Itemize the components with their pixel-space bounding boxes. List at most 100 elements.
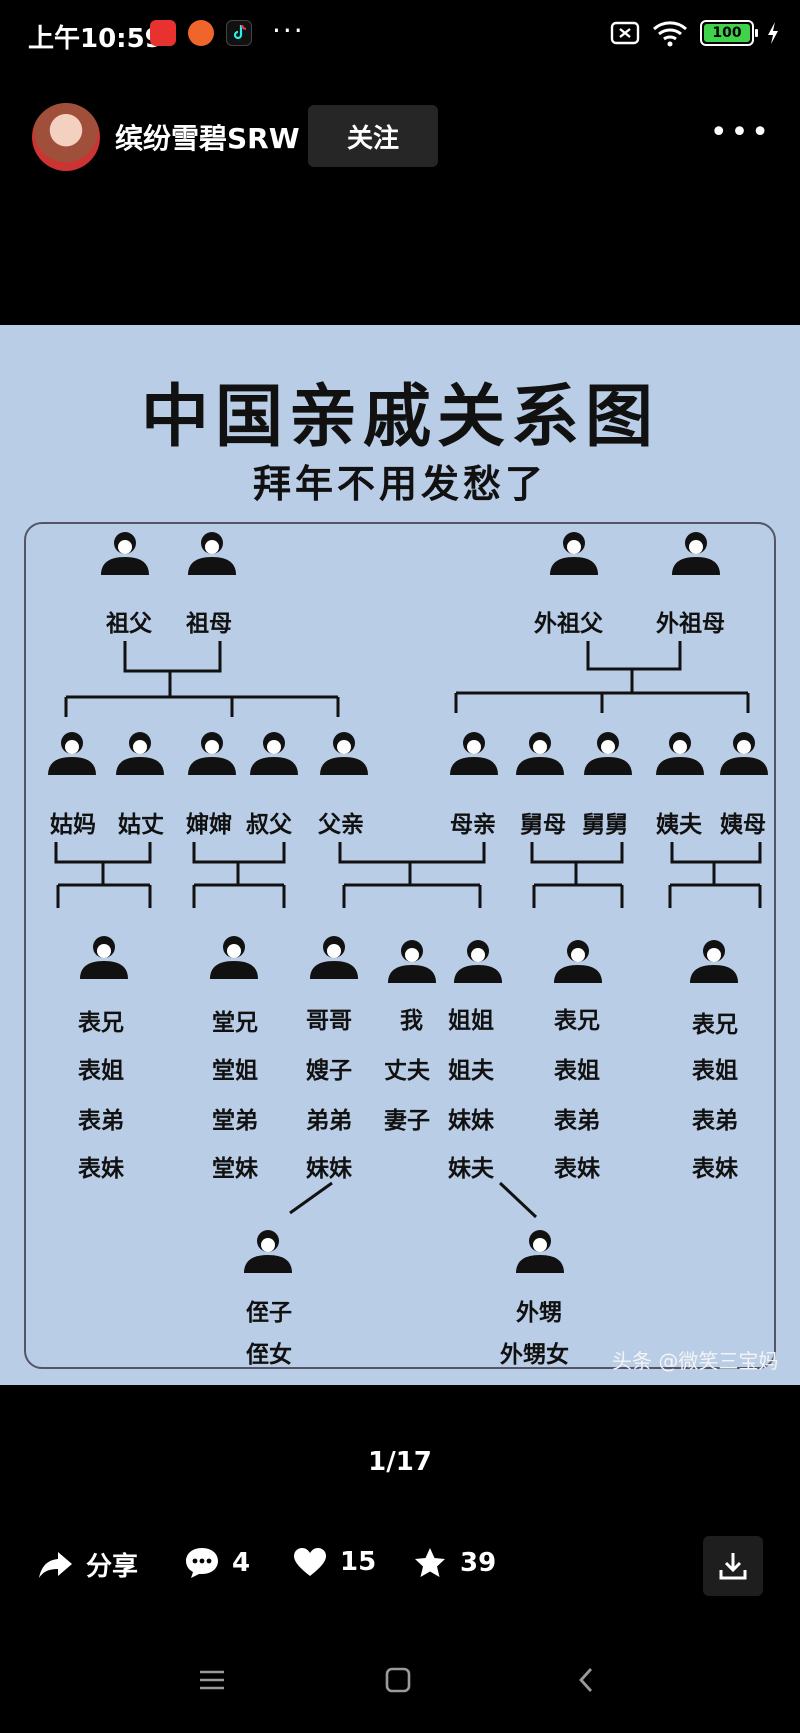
label-col1-2: 表姐 <box>78 1057 124 1084</box>
action-bar: 分享 4 15 39 <box>0 1536 800 1600</box>
cousin-figure-4 <box>690 940 738 983</box>
share-button[interactable]: 分享 <box>38 1546 138 1583</box>
label-gu-ma: 姑妈 <box>50 811 96 838</box>
label-col7-3: 表弟 <box>692 1107 738 1134</box>
label-col3-3: 弟弟 <box>306 1107 352 1134</box>
label-col1-3: 表弟 <box>78 1107 124 1134</box>
label-col6-4: 表妹 <box>554 1155 600 1182</box>
brother-figure <box>310 936 358 979</box>
wifi-icon <box>653 21 687 47</box>
favorite-count: 39 <box>460 1548 497 1578</box>
label-col1-1: 表兄 <box>78 1009 124 1036</box>
label-shu-fu: 叔父 <box>246 811 292 838</box>
maternal-grandfather-figure <box>550 532 598 575</box>
label-nephew: 侄子 <box>246 1299 292 1326</box>
image-title: 中国亲戚关系图 <box>140 377 659 457</box>
download-icon <box>719 1553 747 1580</box>
tiktok-icon <box>226 20 252 46</box>
label-col3-1: 哥哥 <box>306 1007 352 1034</box>
like-count: 15 <box>340 1547 377 1577</box>
gu-ma-figure <box>48 732 96 775</box>
label-niece: 侄女 <box>246 1341 292 1368</box>
family-tree-graphic <box>48 532 768 1273</box>
toutiao-app-icon <box>150 20 176 46</box>
battery-icon: 100 <box>700 20 758 46</box>
sim-card-icon <box>610 21 640 45</box>
label-col6-2: 表姐 <box>554 1057 600 1084</box>
comment-button[interactable]: 4 <box>184 1546 250 1580</box>
image-frame <box>24 522 776 1369</box>
status-bar: 上午10:59 ··· 100 <box>0 0 800 70</box>
charging-icon <box>768 22 778 44</box>
home-square-icon <box>385 1667 411 1693</box>
heart-icon <box>294 1548 326 1576</box>
maternal-grandmother-figure <box>672 532 720 575</box>
comment-icon <box>186 1548 218 1578</box>
shu-fu-figure <box>250 732 298 775</box>
avatar[interactable] <box>32 103 100 171</box>
label-sister-daughter: 外甥女 <box>500 1341 569 1368</box>
share-label: 分享 <box>86 1552 139 1582</box>
me-figure <box>388 940 436 983</box>
jiu-jiu-figure <box>584 732 632 775</box>
label-yi-fu: 姨夫 <box>656 811 702 838</box>
father-figure <box>320 732 368 775</box>
grandfather-figure <box>101 532 149 575</box>
watermark: 头条 @微笑三宝妈 <box>612 1349 779 1373</box>
yi-fu-figure <box>656 732 704 775</box>
status-right: 100 <box>610 18 780 48</box>
label-mother: 母亲 <box>450 811 496 838</box>
label-col5-2: 姐夫 <box>448 1057 494 1084</box>
label-col2-1: 堂兄 <box>212 1009 258 1036</box>
shen-shen-figure <box>188 732 236 775</box>
menu-icon <box>200 1670 224 1690</box>
label-grandfather: 祖父 <box>106 610 152 637</box>
back-chevron-icon <box>579 1668 593 1692</box>
image-counter: 1/17 <box>368 1447 432 1477</box>
label-jiu-mu: 舅母 <box>520 811 566 838</box>
download-button[interactable] <box>703 1536 763 1596</box>
share-icon <box>39 1551 72 1578</box>
back-nav-button[interactable] <box>566 1660 606 1700</box>
label-col5-1: 姐姐 <box>448 1007 494 1034</box>
label-col2-2: 堂姐 <box>212 1057 258 1084</box>
news-app-icon <box>188 20 214 46</box>
label-col3-4: 妹妹 <box>306 1155 352 1182</box>
label-col7-4: 表妹 <box>692 1155 738 1182</box>
label-col5-3: 妹妹 <box>448 1107 494 1134</box>
more-options-icon[interactable]: ••• <box>709 115 772 150</box>
cousin-figure-2 <box>210 936 258 979</box>
label-maternal-grandfather: 外祖父 <box>534 610 603 637</box>
label-col3-2: 嫂子 <box>306 1057 352 1084</box>
sister-figure <box>454 940 502 983</box>
post-header: 缤纷雪碧SRW 关注 ••• <box>0 95 800 175</box>
yi-mu-figure <box>720 732 768 775</box>
follow-button[interactable]: 关注 <box>308 105 438 167</box>
sister-son-figure <box>516 1230 564 1273</box>
cousin-figure-1 <box>80 936 128 979</box>
star-icon <box>415 1548 445 1577</box>
image-subtitle: 拜年不用发愁了 <box>252 461 547 506</box>
post-image[interactable]: 中国亲戚关系图 拜年不用发愁了 <box>0 325 800 1385</box>
mother-figure <box>450 732 498 775</box>
menu-nav-button[interactable] <box>192 1660 232 1700</box>
status-time: 上午10:59 <box>28 24 163 54</box>
label-col7-2: 表姐 <box>692 1057 738 1084</box>
label-me: 我 <box>400 1007 423 1034</box>
label-shen-shen: 婶婶 <box>186 811 232 838</box>
jiu-mu-figure <box>516 732 564 775</box>
like-button[interactable]: 15 <box>292 1546 376 1578</box>
label-jiu-jiu: 舅舅 <box>582 811 628 838</box>
label-col2-3: 堂弟 <box>212 1107 258 1134</box>
battery-level: 100 <box>704 24 750 42</box>
system-nav-bar <box>0 1660 800 1700</box>
nephew-figure <box>244 1230 292 1273</box>
label-maternal-grandmother: 外祖母 <box>656 610 725 637</box>
gu-zhang-figure <box>116 732 164 775</box>
label-grandmother: 祖母 <box>186 610 232 637</box>
label-col2-4: 堂妹 <box>212 1155 258 1182</box>
username[interactable]: 缤纷雪碧SRW <box>115 122 300 155</box>
favorite-button[interactable]: 39 <box>412 1546 496 1580</box>
home-nav-button[interactable] <box>378 1660 418 1700</box>
label-father: 父亲 <box>318 811 364 838</box>
